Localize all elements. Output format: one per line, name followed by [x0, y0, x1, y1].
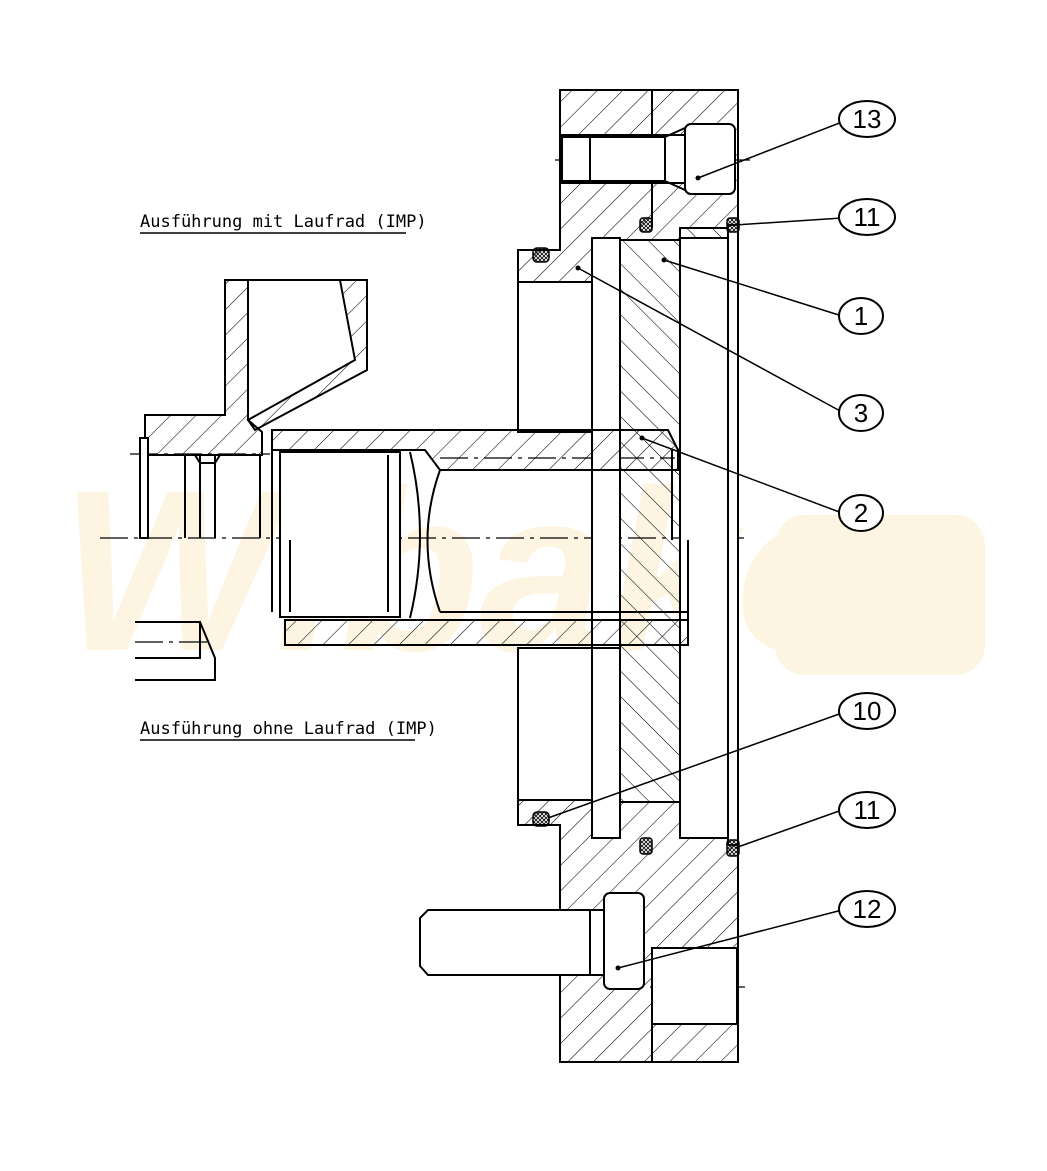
assembly — [100, 89, 750, 1063]
leader-dots — [575, 175, 701, 971]
callout-11-top-text: 11 — [854, 202, 881, 232]
cover-plate — [619, 224, 739, 846]
label-without-impeller: Ausführung ohne Laufrad (IMP) — [140, 719, 437, 739]
section-labels: Ausführung mit Laufrad (IMP) Ausführung … — [140, 212, 437, 741]
callout-11-bottom: 11 — [838, 791, 896, 829]
callout-13-text: 13 — [853, 104, 882, 134]
callout-10: 10 — [838, 692, 896, 730]
callout-11-bottom-text: 11 — [854, 795, 881, 825]
callout-11-top: 11 — [838, 198, 896, 236]
callout-12-text: 12 — [853, 894, 882, 924]
housing-flange-bottom — [419, 647, 739, 1063]
callout-3: 3 — [838, 394, 884, 432]
shaft-sleeve — [271, 429, 689, 646]
callout-bubbles: 13 11 1 3 2 10 11 12 — [838, 100, 896, 928]
watermark: Wibako — [60, 442, 985, 699]
callout-1: 1 — [838, 297, 884, 335]
watermark-logo-block — [775, 515, 985, 675]
label-with-impeller: Ausführung mit Laufrad (IMP) — [140, 212, 427, 232]
callout-13: 13 — [838, 100, 896, 138]
callout-12: 12 — [838, 890, 896, 928]
callout-3-text: 3 — [854, 398, 868, 428]
callout-2: 2 — [838, 494, 884, 532]
o-rings — [532, 217, 740, 857]
callout-1-text: 1 — [854, 301, 868, 331]
callout-2-text: 2 — [854, 498, 868, 528]
callout-10-text: 10 — [853, 696, 882, 726]
impeller-hub — [135, 279, 368, 681]
watermark-text: Wibako — [60, 442, 876, 699]
leader-lines — [547, 121, 843, 969]
